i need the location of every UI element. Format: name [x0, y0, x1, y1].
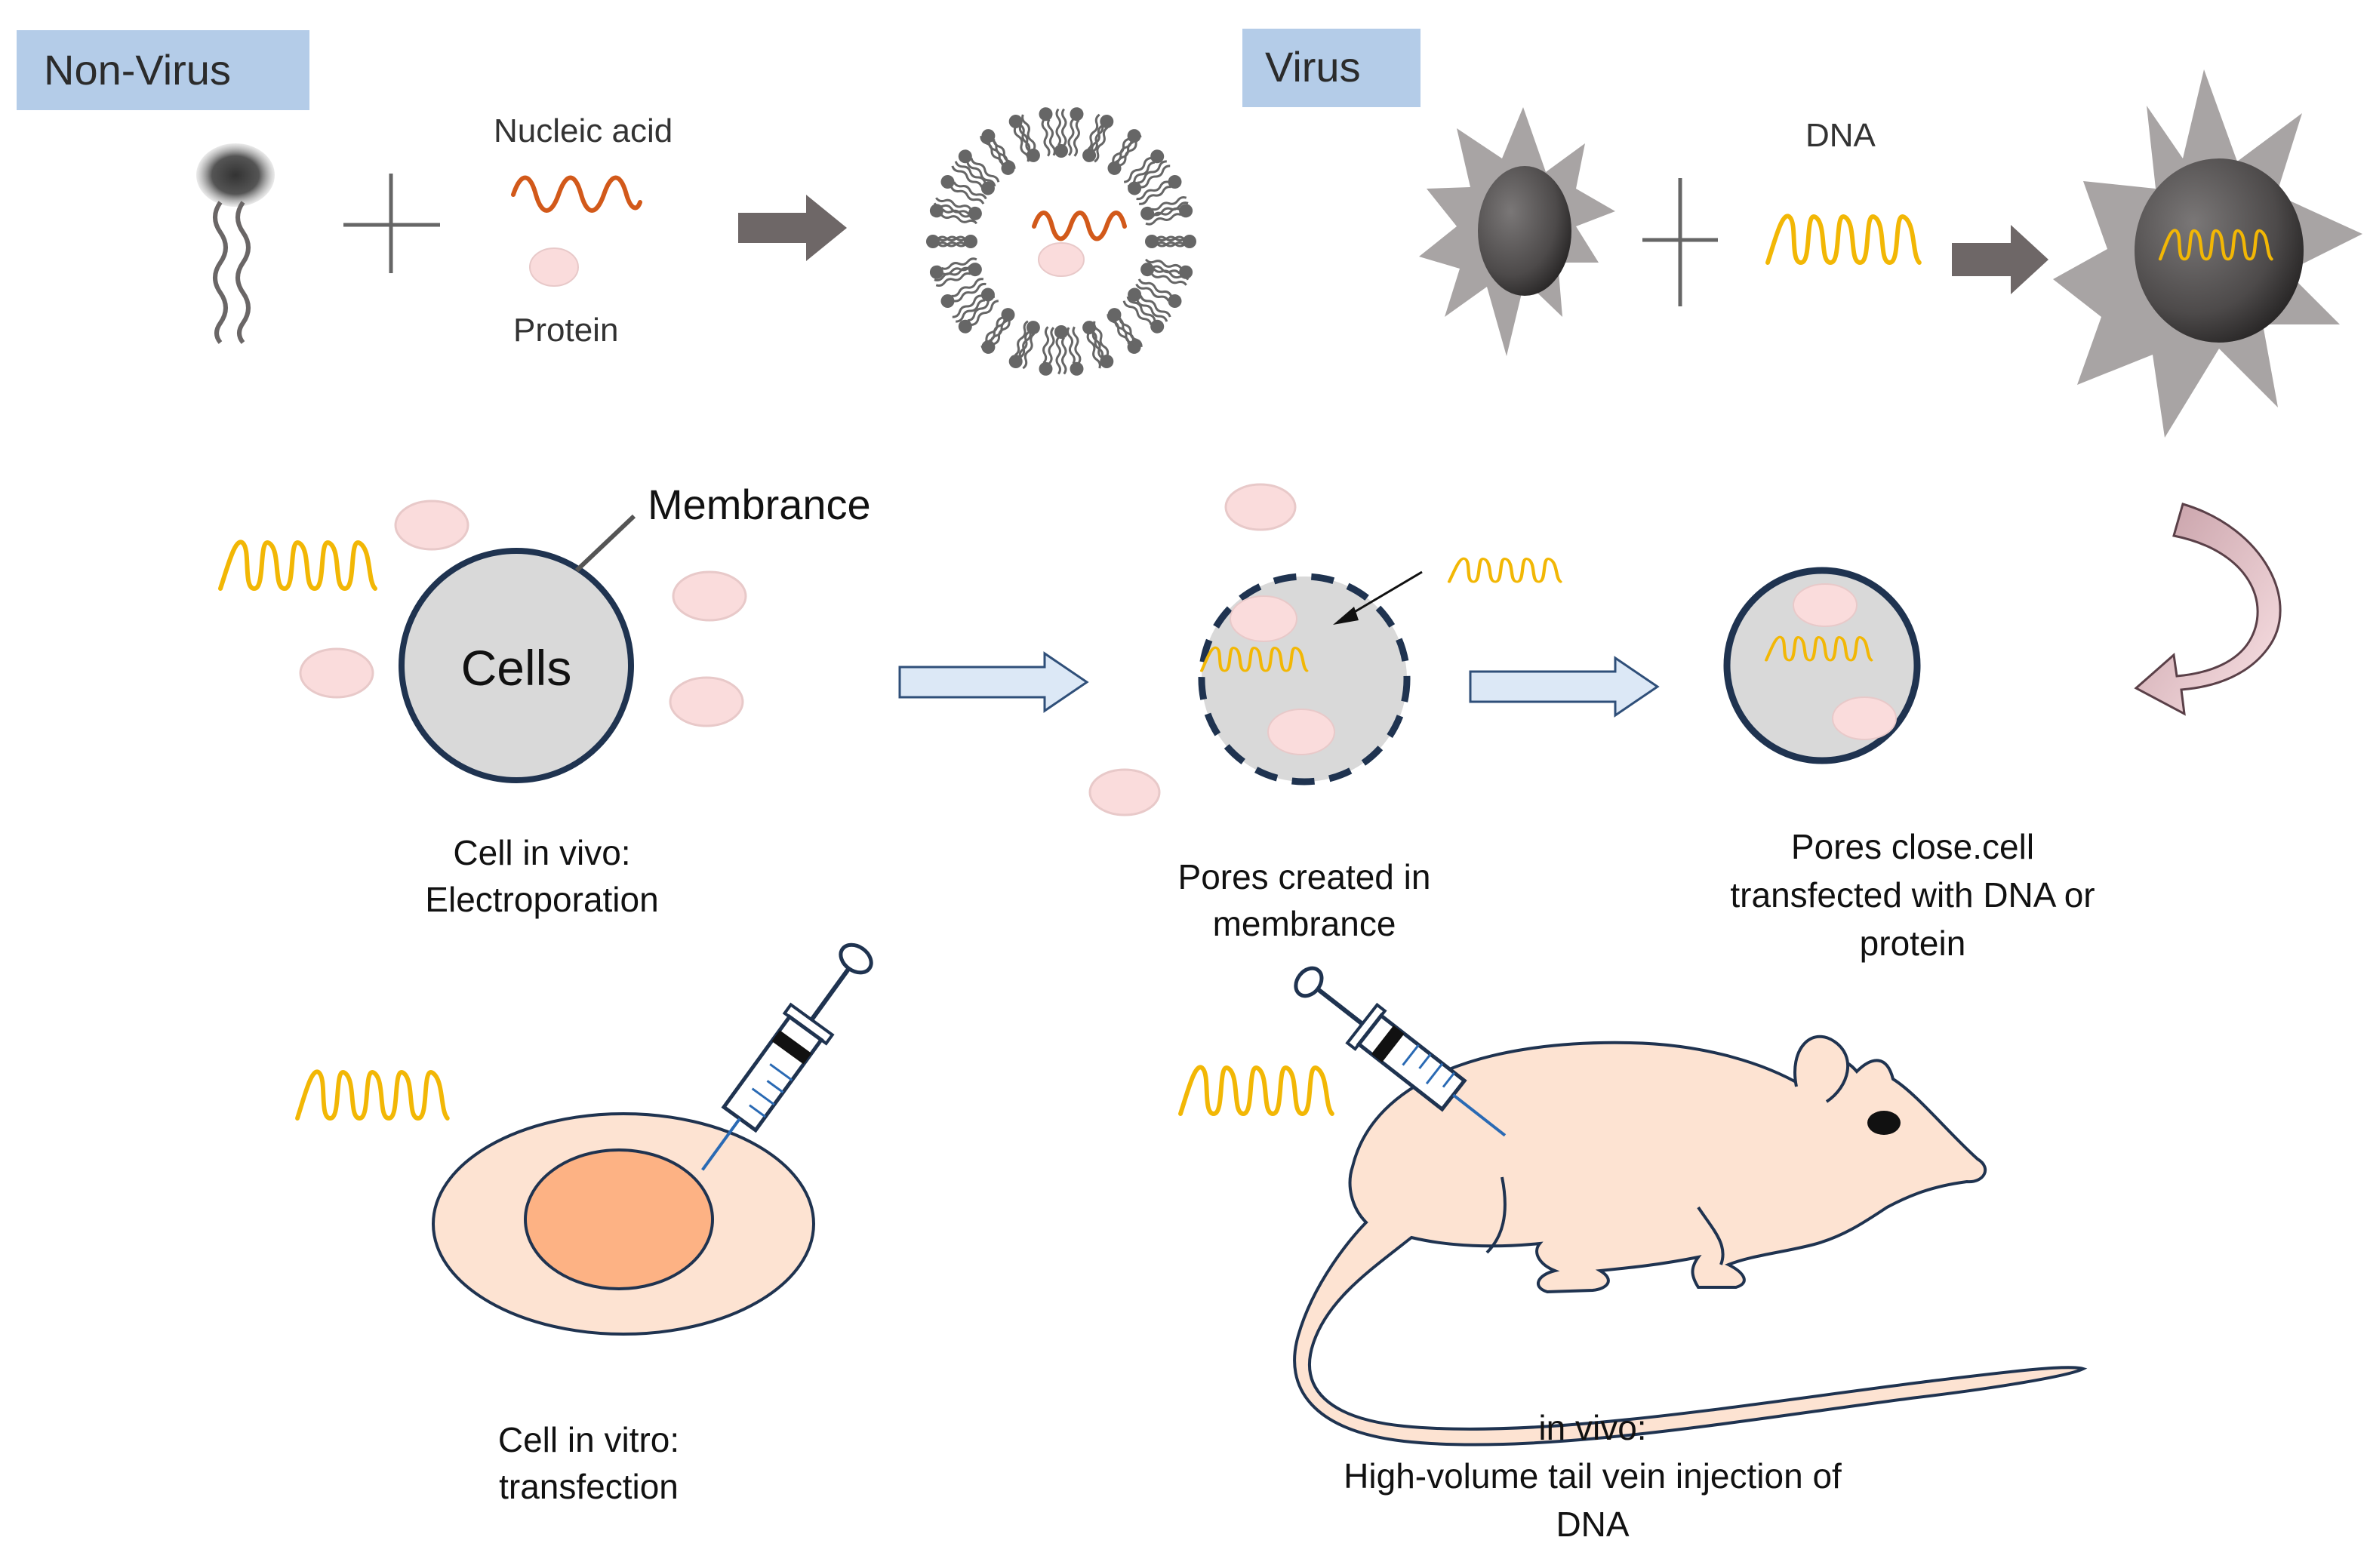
liposome [925, 105, 1198, 378]
caption-pores-1: Pores created in [1178, 857, 1431, 896]
caption-electroporation-2: Electroporation [425, 880, 658, 919]
non-virus-text: Non-Virus [44, 46, 231, 94]
syringe-left [701, 942, 873, 1171]
lipid-unit [1036, 105, 1059, 158]
protein-particle-a [394, 500, 469, 551]
caption-pores-2: membrance [1213, 904, 1396, 943]
dna-strand-top [1768, 216, 1919, 263]
protein-particle-f [1088, 768, 1161, 816]
nucleic-acid-strand [511, 175, 642, 213]
cell-in-vitro [432, 1112, 815, 1336]
lipid-unit [1053, 324, 1070, 375]
caption-transfected-2: transfected with DNA or [1730, 875, 2095, 915]
curved-return-arrow [2134, 503, 2282, 716]
blue-arrow-1 [898, 651, 1089, 713]
dna-label: DNA [1805, 117, 1876, 154]
liposome-protein [1038, 242, 1085, 277]
cell-transfected [1723, 567, 1921, 764]
syringe-right [1294, 966, 1507, 1137]
gray-arrow-1 [738, 195, 847, 261]
dna-strand-bottom-left [297, 1071, 448, 1118]
protein-particle-b [299, 647, 374, 699]
protein-label: Protein [513, 312, 618, 349]
gray-arrow-2 [1952, 225, 2048, 294]
liposome-nucleic-acid [1032, 211, 1127, 241]
caption-in-vivo-2: High-volume tail vein injection of [1344, 1456, 1842, 1496]
virus-particle [1419, 107, 1615, 356]
cell-intact: Cells [399, 548, 634, 783]
protein-particle-top [529, 247, 579, 287]
dna-strand-mid-center [1449, 558, 1561, 582]
lipid-unit [1063, 325, 1086, 378]
lipid-unit [1053, 108, 1070, 159]
nucleic-acid-label: Nucleic acid [494, 112, 673, 149]
caption-in-vivo-3: DNA [1556, 1505, 1629, 1544]
caption-in-vitro-1: Cell in vitro: [498, 1420, 679, 1459]
virus-with-dna [2053, 69, 2362, 438]
caption-in-vitro-2: transfection [499, 1467, 679, 1506]
caption-transfected-1: Pores close.cell [1791, 827, 2034, 866]
lipid-molecule [196, 143, 275, 344]
protein-particle-c [672, 570, 747, 622]
virus-label: Virus [1242, 29, 1421, 107]
caption-in-vivo-1: in vivo: [1538, 1408, 1646, 1447]
mouse [1293, 1035, 2088, 1447]
protein-particle-d [669, 676, 744, 727]
caption-electroporation-1: Cell in vivo: [453, 833, 630, 872]
protein-particle-e [1224, 483, 1297, 531]
membrance-pointer [574, 514, 636, 573]
plus-sign-2 [1642, 178, 1718, 306]
blue-arrow-2 [1469, 656, 1660, 718]
virus-text: Virus [1265, 43, 1361, 91]
dna-strand-mid-left [220, 542, 375, 589]
caption-transfected-3: protein [1860, 924, 1966, 963]
lipid-unit [1036, 325, 1059, 378]
lipid-unit [1063, 105, 1086, 158]
dna-strand-bottom-right [1180, 1067, 1332, 1114]
pore-pointer-arrow [1333, 570, 1423, 625]
non-virus-label: Non-Virus [17, 30, 309, 110]
cells-label: Cells [461, 640, 572, 696]
plus-sign-1 [343, 174, 440, 273]
cell-porated [1198, 573, 1411, 786]
membrance-label: Membrance [648, 481, 871, 528]
